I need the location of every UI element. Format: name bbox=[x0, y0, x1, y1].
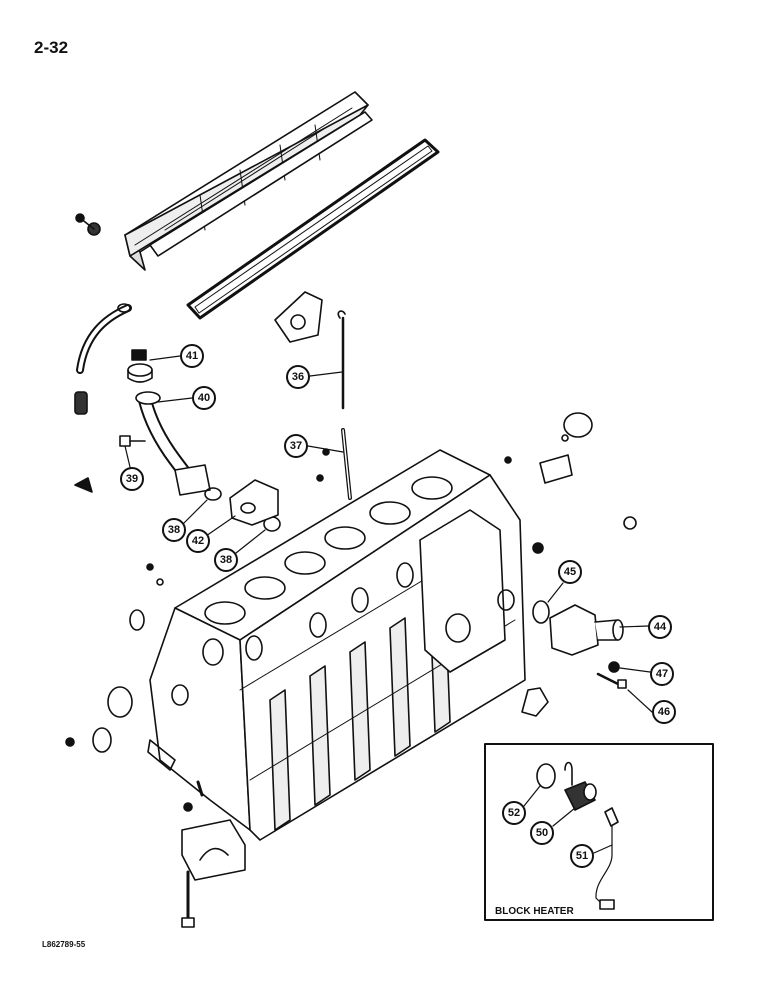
leader-lines bbox=[124, 355, 653, 854]
bolt-39 bbox=[119, 435, 146, 447]
callout-52: 52 bbox=[508, 807, 520, 819]
plug bbox=[74, 477, 93, 493]
block-heater-inset bbox=[484, 743, 714, 921]
callout-51: 51 bbox=[576, 850, 588, 862]
callout-41: 41 bbox=[186, 350, 198, 362]
cover-bolt bbox=[75, 213, 101, 236]
thermostat-housing-44 bbox=[549, 604, 624, 656]
expansion-plugs-left bbox=[92, 609, 145, 753]
callout-44: 44 bbox=[654, 621, 667, 633]
callout-45: 45 bbox=[564, 566, 576, 578]
breather-hose bbox=[74, 303, 132, 415]
callout-37: 37 bbox=[290, 440, 302, 452]
callout-50: 50 bbox=[536, 827, 548, 839]
callout-circles bbox=[120, 344, 676, 868]
valve-cover-gasket bbox=[186, 138, 440, 320]
callout-38-lower: 38 bbox=[220, 554, 232, 566]
page-number: 2-32 bbox=[34, 38, 69, 57]
main-bearing-cap bbox=[181, 819, 246, 881]
oil-filler-cap bbox=[127, 349, 153, 383]
main-bearing-bolt bbox=[181, 870, 195, 928]
callout-47: 47 bbox=[656, 668, 668, 680]
callout-46: 46 bbox=[658, 706, 670, 718]
dipstick bbox=[337, 310, 346, 410]
block-heater-parts bbox=[536, 761, 619, 910]
nut-47 bbox=[608, 661, 620, 673]
callout-42: 42 bbox=[192, 535, 204, 547]
valve-cover bbox=[124, 91, 373, 271]
bolt-46 bbox=[596, 672, 627, 689]
callout-36: 36 bbox=[292, 371, 304, 383]
o-ring-38a bbox=[204, 487, 222, 501]
callout-39: 39 bbox=[126, 473, 138, 485]
cylinder-block bbox=[147, 449, 526, 841]
adaptor-42 bbox=[229, 479, 279, 526]
expansion-plugs-right bbox=[521, 412, 593, 717]
block-heater-label: BLOCK HEATER bbox=[495, 906, 574, 917]
callout-38-upper: 38 bbox=[168, 524, 180, 536]
oil-filler-tube bbox=[135, 391, 211, 496]
figure-code: L862789-55 bbox=[42, 940, 86, 949]
cover-plate bbox=[274, 291, 323, 343]
dipstick-tube-37 bbox=[341, 428, 352, 500]
callout-40: 40 bbox=[198, 392, 210, 404]
